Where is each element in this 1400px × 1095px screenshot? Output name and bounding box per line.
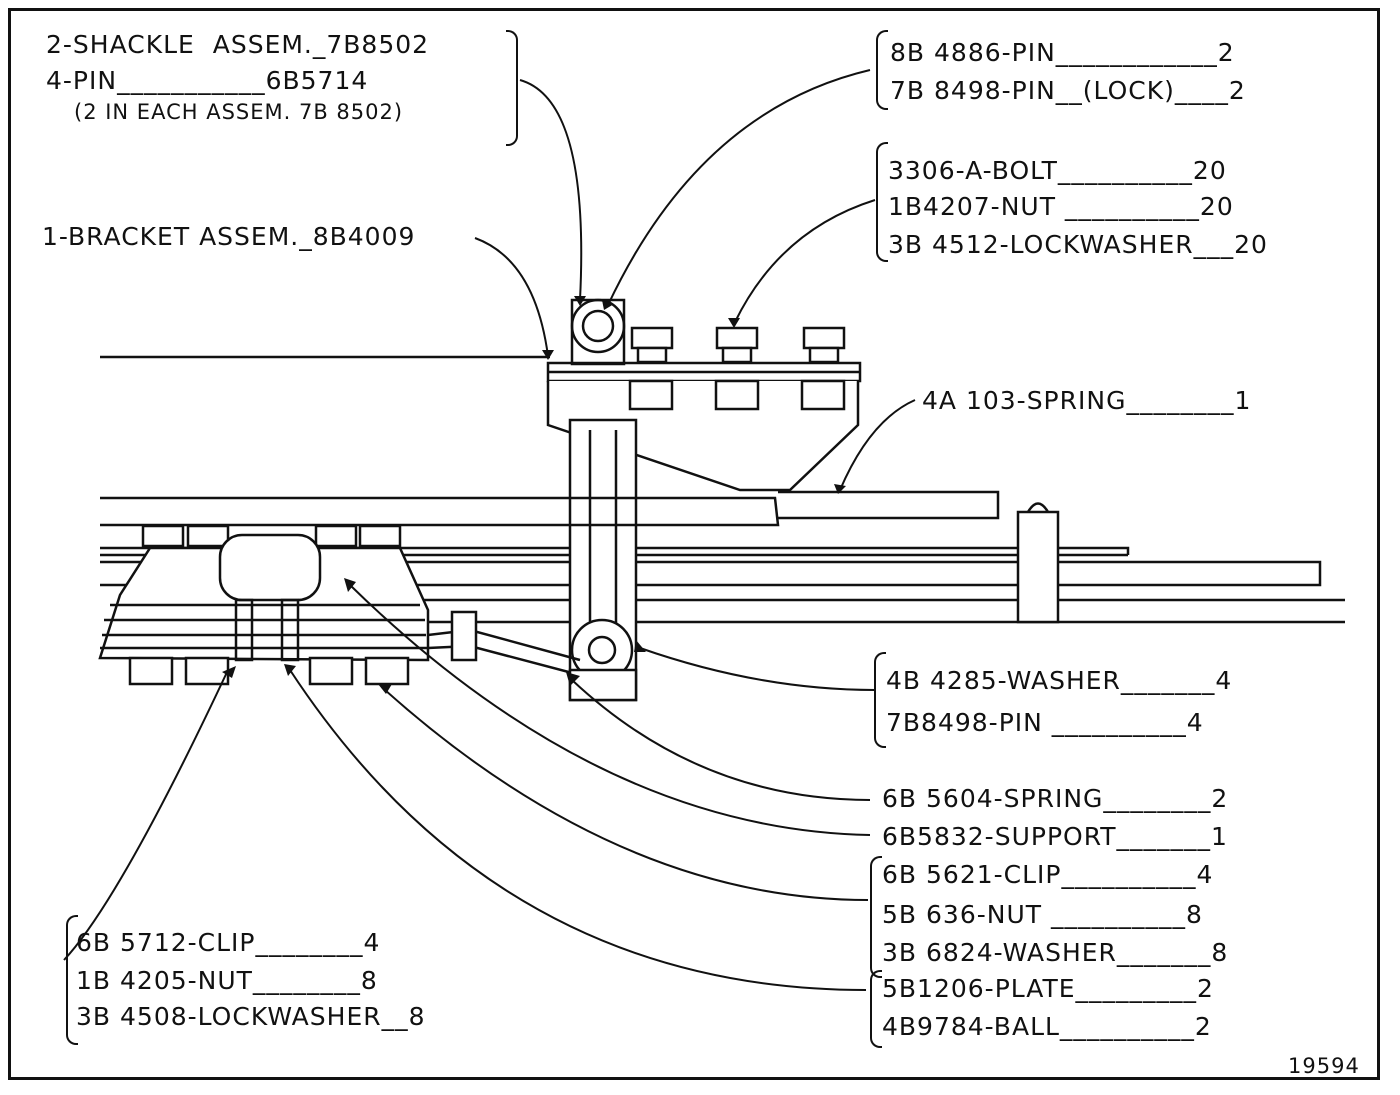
brace-top-left bbox=[506, 30, 518, 146]
label-washer-2: 3B 6824-WASHER_______8 bbox=[882, 938, 1229, 967]
label-support: 6B5832-SUPPORT_______1 bbox=[882, 822, 1228, 851]
label-clip-2: 6B 5712-CLIP________4 bbox=[76, 928, 381, 957]
brace-bolts bbox=[876, 142, 888, 262]
axle-clip bbox=[218, 533, 322, 602]
label-nut-3: 1B 4205-NUT________8 bbox=[76, 966, 378, 995]
label-bracket: 1-BRACKET ASSEM._8B4009 bbox=[42, 222, 416, 251]
label-pin-1: 8B 4886-PIN____________2 bbox=[890, 38, 1235, 67]
brace-bottom-left bbox=[66, 915, 78, 1045]
label-lockwasher-2: 3B 4508-LOCKWASHER__8 bbox=[76, 1002, 426, 1031]
bracket-body bbox=[546, 381, 860, 492]
label-pin: 4-PIN___________6B5714 bbox=[46, 66, 369, 95]
label-lockwasher: 3B 4512-LOCKWASHER___20 bbox=[888, 230, 1268, 259]
seat-bolts bbox=[128, 524, 410, 686]
label-bolt: 3306-A-BOLT__________20 bbox=[888, 156, 1227, 185]
brace-plate-group bbox=[870, 970, 882, 1048]
label-spring-small: 6B 5604-SPRING________2 bbox=[882, 784, 1229, 813]
arrow-heads bbox=[222, 296, 846, 694]
label-nut-2: 5B 636-NUT __________8 bbox=[882, 900, 1203, 929]
label-pin-lock: 7B8498-PIN __________4 bbox=[886, 708, 1204, 737]
brace-top-right bbox=[876, 30, 888, 110]
shackle-pin-top bbox=[570, 298, 626, 354]
label-pin-2: 7B 8498-PIN__(LOCK)____2 bbox=[890, 76, 1246, 105]
label-ball: 4B9784-BALL__________2 bbox=[882, 1012, 1212, 1041]
label-nut: 1B4207-NUT __________20 bbox=[888, 192, 1234, 221]
figure-frame bbox=[8, 8, 1380, 1080]
rebound-clip bbox=[1016, 510, 1060, 624]
brace-washer-pin bbox=[874, 652, 886, 748]
leader-lines bbox=[63, 69, 916, 991]
label-plate: 5B1206-PLATE_________2 bbox=[882, 974, 1214, 1003]
label-washer: 4B 4285-WASHER_______4 bbox=[886, 666, 1233, 695]
label-spring-main: 4A 103-SPRING________1 bbox=[922, 386, 1252, 415]
brace-clip-group bbox=[870, 856, 882, 978]
bolt-heads bbox=[628, 326, 846, 411]
figure-number: 19594 bbox=[1288, 1054, 1360, 1078]
label-shackle: 2-SHACKLE ASSEM._7B8502 bbox=[46, 30, 430, 59]
label-note: (2 IN EACH ASSEM. 7B 8502) bbox=[74, 100, 404, 124]
label-clip: 6B 5621-CLIP__________4 bbox=[882, 860, 1214, 889]
